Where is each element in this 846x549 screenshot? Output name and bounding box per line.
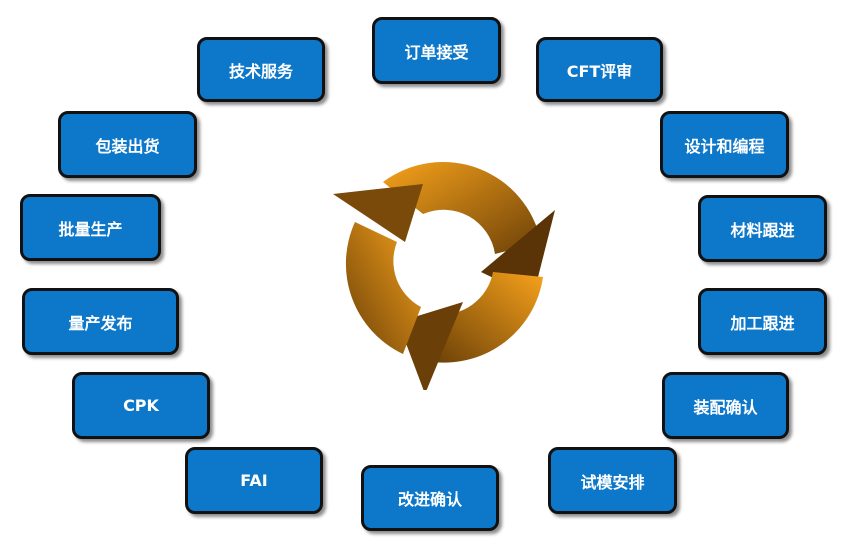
step-label: 设计和编程 xyxy=(684,136,765,156)
step-trial-mold: 试模安排 xyxy=(548,447,677,514)
step-design-programming: 设计和编程 xyxy=(660,111,789,178)
step-cft-review: CFT评审 xyxy=(536,37,663,102)
step-label: 试模安排 xyxy=(580,472,645,492)
step-batch-production: 批量生产 xyxy=(20,194,161,261)
step-label: 批量生产 xyxy=(58,219,123,239)
cycle-arrows-icon xyxy=(333,161,555,390)
step-label: 订单接受 xyxy=(404,42,469,62)
step-packing-shipping: 包装出货 xyxy=(58,111,197,178)
step-mass-production-release: 量产发布 xyxy=(22,288,179,355)
step-assembly-confirm: 装配确认 xyxy=(662,372,789,439)
step-label: 改进确认 xyxy=(397,490,462,509)
step-technical-service: 技术服务 xyxy=(197,37,325,102)
cycle-segment-left xyxy=(345,222,421,354)
cycle-segment-bottom xyxy=(433,272,543,363)
step-order-acceptance: 订单接受 xyxy=(372,17,501,84)
step-label: 装配确认 xyxy=(693,397,758,417)
step-cpk: CPK xyxy=(72,372,210,439)
step-label: CPK xyxy=(123,396,159,415)
step-fai: FAI xyxy=(185,447,323,514)
step-label: 技术服务 xyxy=(228,61,293,81)
step-label: 材料跟进 xyxy=(730,220,795,240)
step-label: CFT评审 xyxy=(566,61,633,81)
step-label: 量产发布 xyxy=(68,313,133,333)
step-label: 加工跟进 xyxy=(730,313,795,333)
step-material-followup: 材料跟进 xyxy=(698,195,827,262)
step-label: FAI xyxy=(240,471,268,490)
arrowhead-top-left xyxy=(333,184,423,242)
step-label: 包装出货 xyxy=(95,136,160,156)
step-improvement-confirm: 改进确认 xyxy=(361,465,499,531)
step-machining-followup: 加工跟进 xyxy=(698,288,827,355)
